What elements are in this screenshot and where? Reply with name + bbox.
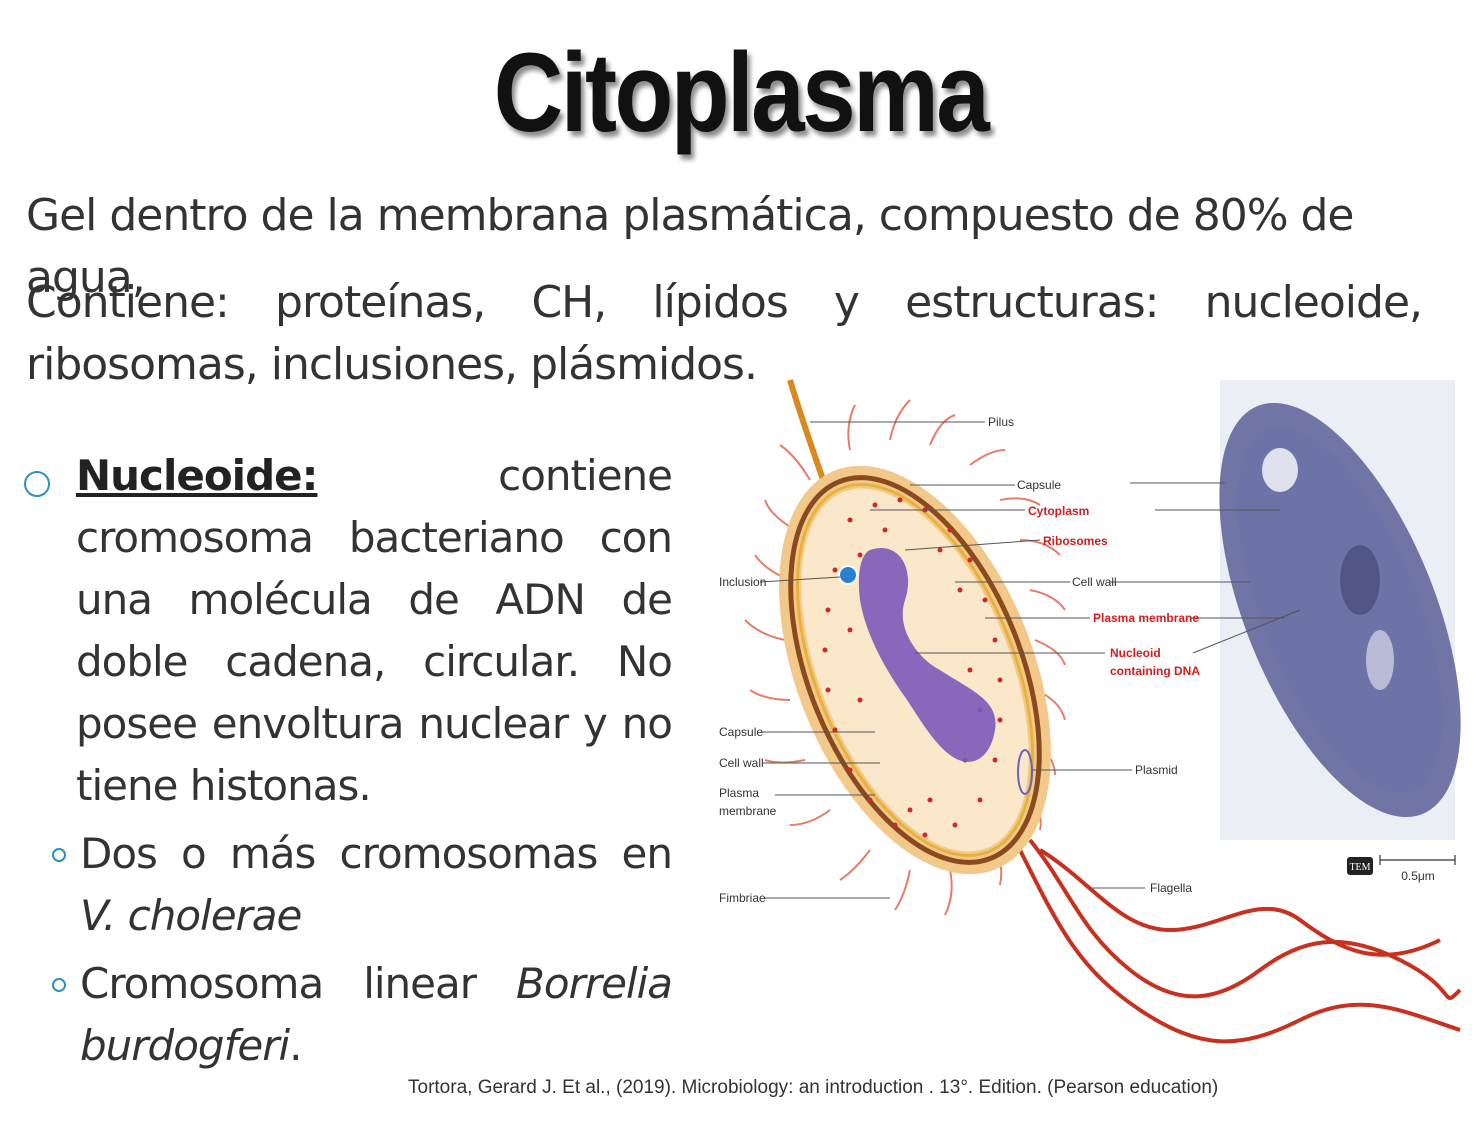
- scale-label: 0.5μm: [1401, 869, 1435, 883]
- citation: Tortora, Gerard J. Et al., (2019). Micro…: [408, 1077, 1219, 1098]
- leader-lines: [759, 421, 1301, 899]
- subbullet-cholerae: Dos o más cromosomas en V. cholerae: [22, 823, 673, 947]
- bullet-list: Nucleoide: contiene cromosoma bacteriano…: [22, 445, 673, 1077]
- label-pilus: Pilus: [988, 415, 1014, 429]
- bacterial-cell-diagram: TEM 0.5μm: [719, 379, 1462, 1044]
- flagella: [1018, 838, 1462, 1044]
- label-capsule-top: Capsule: [1017, 478, 1061, 492]
- ribosomes: [822, 497, 1003, 838]
- subbullet-text: Cromosoma linear: [80, 959, 517, 1008]
- tem-badge: [1347, 857, 1373, 875]
- subbullet-end: .: [289, 1021, 302, 1070]
- ring-bullet-icon: [24, 471, 50, 497]
- label-capsule-left: Capsule: [719, 725, 763, 739]
- label-cytoplasm: Cytoplasm: [1028, 504, 1089, 518]
- label-cell-wall-right: Cell wall: [1072, 575, 1117, 589]
- small-ring-bullet-icon: [52, 848, 66, 862]
- label-plasma-membrane-left-2: membrane: [719, 804, 777, 818]
- label-plasma-membrane-left: Plasma: [719, 786, 759, 800]
- nucleoid: [858, 548, 996, 762]
- paragraph-gel: Gel dentro de la membrana plasmática, co…: [26, 190, 1355, 303]
- plasmid: [1017, 749, 1033, 795]
- slide-title: Citoplasma: [493, 30, 990, 155]
- term-nucleoide: Nucleoide:: [76, 451, 318, 500]
- species-name: Borrelia burdogferi: [80, 959, 673, 1070]
- small-ring-bullet-icon: [52, 978, 66, 992]
- species-name: V. cholerae: [80, 891, 302, 940]
- label-nucleoid: Nucleoid: [1110, 646, 1161, 660]
- label-cell-wall-left: Cell wall: [719, 756, 764, 770]
- label-flagella: Flagella: [1150, 881, 1192, 895]
- tem-badge-label: TEM: [1349, 862, 1370, 873]
- tem-micrograph: [1219, 380, 1461, 840]
- label-plasma-membrane-right: Plasma membrane: [1093, 611, 1199, 625]
- subbullet-text: Dos o más cromosomas en: [80, 829, 673, 878]
- paragraph-contiene: Contiene: proteínas, CH, lípidos y estru…: [26, 277, 1423, 390]
- subbullet-borrelia: Cromosoma linear Borrelia burdogferi.: [22, 953, 673, 1077]
- label-nucleoid-dna: containing DNA: [1110, 664, 1200, 678]
- label-ribosomes: Ribosomes: [1043, 534, 1108, 548]
- label-plasmid: Plasmid: [1135, 763, 1178, 777]
- label-fimbriae: Fimbriae: [719, 891, 766, 905]
- label-inclusion: Inclusion: [719, 575, 766, 589]
- bullet-nucleoide: Nucleoide: contiene cromosoma bacteriano…: [22, 445, 673, 817]
- inclusion: [838, 565, 858, 585]
- bullet-nucleoide-text: contiene cromosoma bacteriano con una mo…: [76, 451, 673, 810]
